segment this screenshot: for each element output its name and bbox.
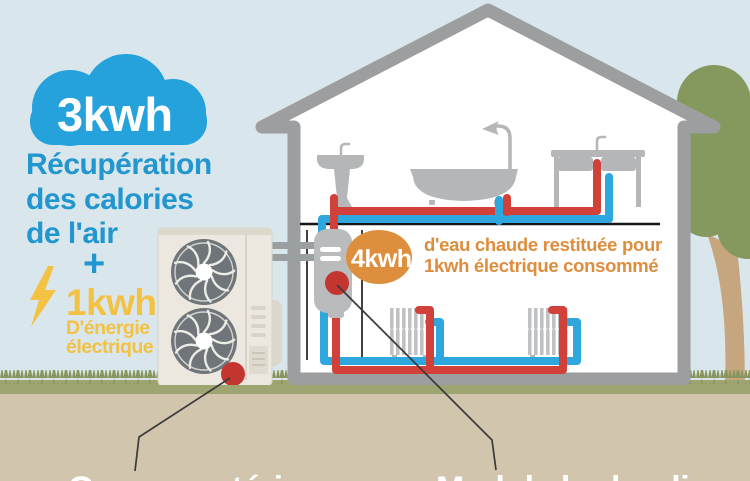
- hot-pipe: [415, 306, 434, 374]
- electric-caption-line1: D'énergie: [66, 317, 150, 339]
- cloud-caption-line1: Récupération: [26, 148, 212, 181]
- pedestal-sink-icon: [317, 142, 364, 207]
- cold-pipe: [320, 294, 581, 365]
- bubble-value: 4kwh: [351, 245, 412, 273]
- outdoor-unit: [157, 227, 282, 387]
- bubble-icon: [346, 230, 412, 284]
- shower-head-icon: [482, 121, 499, 135]
- plus-sign: +: [83, 243, 105, 285]
- shower-pipe-icon: [490, 124, 512, 173]
- heating-pipes: [320, 294, 581, 374]
- kitchen-sink-icon: [551, 135, 645, 207]
- faucet-icon: [595, 135, 607, 152]
- hot-pipe: [332, 294, 567, 374]
- refrigerant-pipe: [270, 254, 318, 261]
- callout-line-outdoor: [134, 377, 231, 472]
- cloud-caption-line3: de l'air: [26, 217, 118, 250]
- hydraulic-module-label: Module hydraulique: [436, 470, 748, 481]
- cloud-icon: [30, 54, 207, 146]
- electric-caption-line2: électrique: [66, 336, 154, 358]
- cold-pipe: [318, 173, 613, 241]
- cloud-caption-line2: des calories: [26, 183, 193, 216]
- lightning-icon: [30, 266, 56, 327]
- callout-line-module: [336, 284, 497, 471]
- bubble-caption-line1: d'eau chaude restituée pour: [424, 234, 662, 255]
- tree-trunk: [707, 234, 745, 388]
- cloud-value: 3kwh: [57, 88, 173, 141]
- grass-front: [0, 385, 750, 394]
- hydraulic-module: [314, 229, 352, 318]
- radiator-1: [388, 308, 432, 360]
- electric-value: 1kwh: [66, 282, 157, 323]
- fan-icon: [171, 239, 237, 305]
- bathtub-icon: [410, 121, 518, 205]
- ground: [0, 392, 750, 481]
- bubble-caption-line2: 1kwh électrique consommé: [424, 255, 658, 276]
- fan-icon: [171, 308, 237, 374]
- outdoor-unit-label: Groupe extérieur: [68, 470, 334, 481]
- refrigerant-pipe: [270, 242, 318, 249]
- faucet-icon: [339, 142, 351, 157]
- module-marker-dot: [325, 271, 349, 295]
